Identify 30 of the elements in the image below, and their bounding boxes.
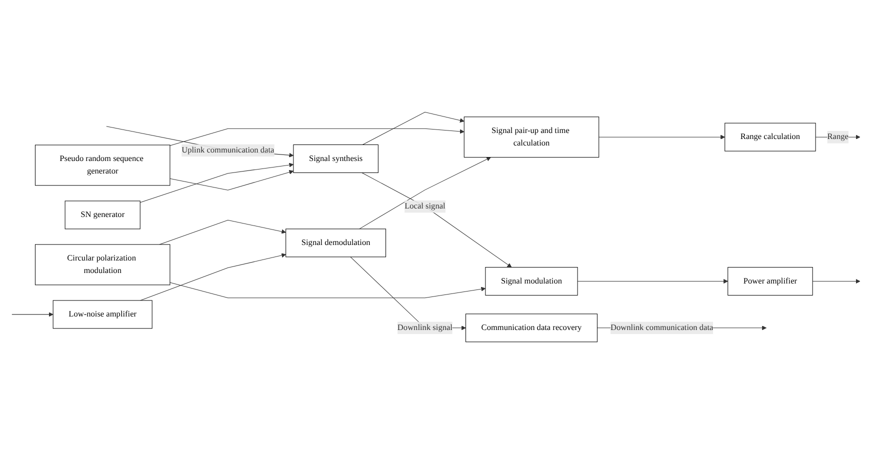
arrow	[12, 312, 54, 317]
arrow	[362, 112, 464, 145]
arrow	[170, 128, 464, 146]
edge-label: Uplink communication data	[182, 146, 274, 155]
arrow	[598, 134, 726, 140]
node-box: Signal modulation	[485, 267, 578, 296]
node-box: Signal pair-up and time calculation	[464, 116, 600, 158]
arrow	[812, 279, 860, 284]
node-box: Low-noise amplifier	[52, 300, 152, 329]
arrow	[577, 279, 728, 284]
arrow	[362, 172, 512, 268]
arrow	[159, 220, 286, 245]
node-box: Signal synthesis	[293, 144, 378, 173]
node-box: Range calculation	[724, 122, 816, 152]
node-box: Power amplifier	[728, 267, 813, 296]
arrow	[359, 157, 491, 230]
node-box: Pseudo random sequence generator	[34, 144, 170, 186]
edge-label: Local signal	[404, 202, 446, 211]
arrow	[140, 253, 286, 301]
node-box: SN generator	[64, 200, 140, 230]
arrow	[140, 162, 294, 203]
arrow	[106, 126, 294, 158]
node-box: Communication data recovery	[466, 314, 598, 342]
arrow	[170, 282, 486, 298]
node-box: Signal demodulation	[286, 228, 386, 258]
edge-label: Downlink signal	[397, 323, 452, 332]
node-box: Circular polarization modulation	[34, 244, 170, 286]
edge-label: Downlink communication data	[610, 323, 714, 332]
arrow	[170, 170, 294, 190]
edge-label: Range	[827, 132, 848, 142]
